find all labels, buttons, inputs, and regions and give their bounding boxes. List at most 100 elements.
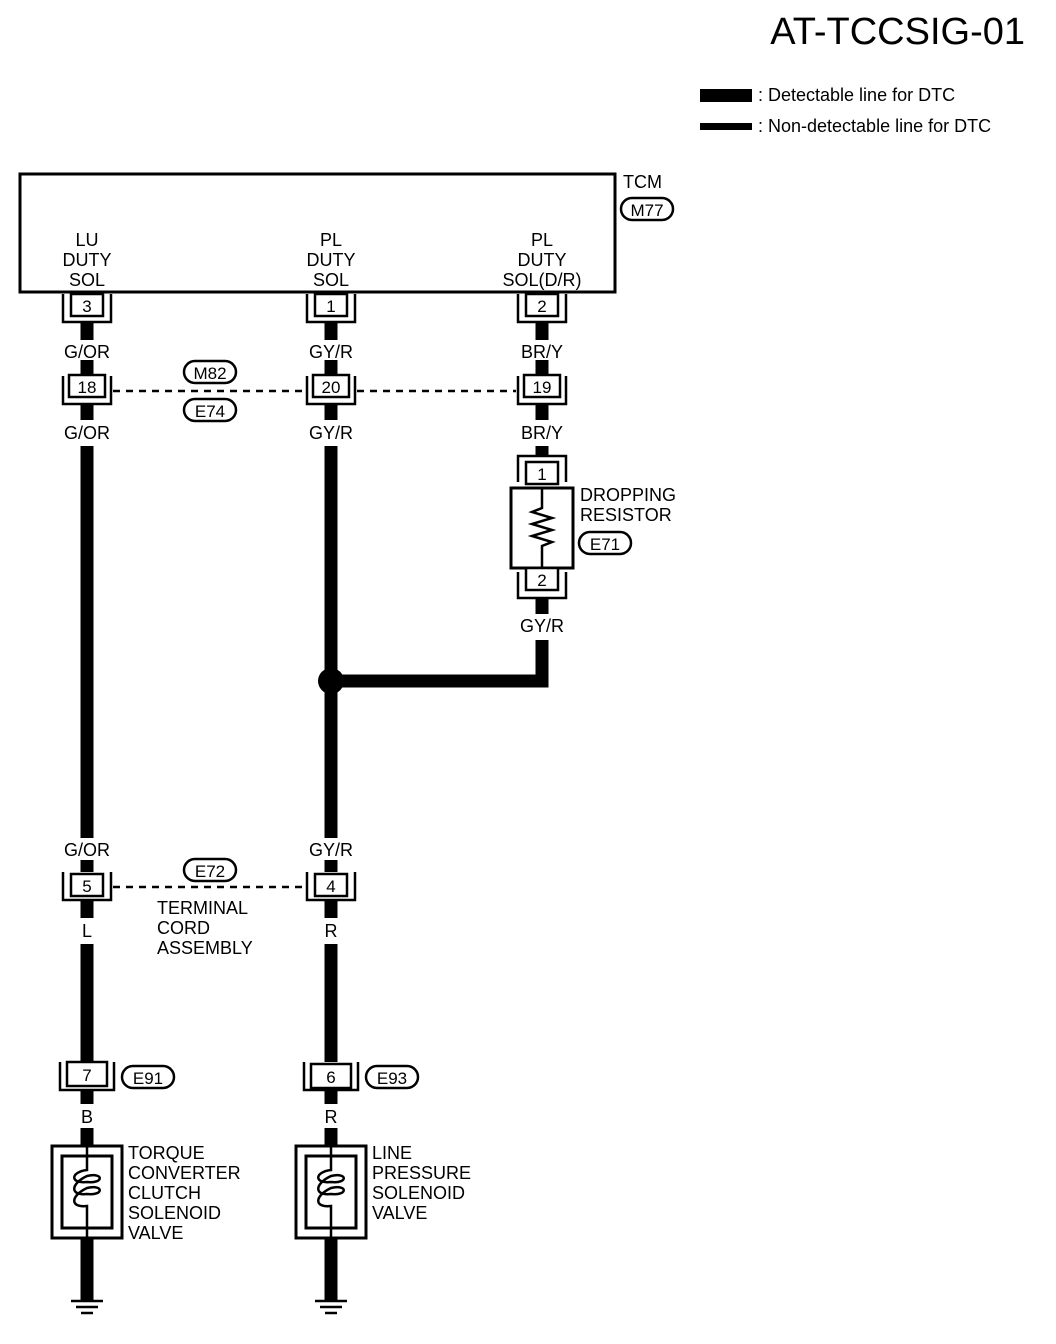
connector-e91-pin: 7 bbox=[82, 1066, 91, 1085]
tcc-name-line3: CLUTCH bbox=[128, 1183, 201, 1203]
connector-e93: 6 E93 bbox=[302, 1062, 420, 1092]
connector-pin-19: 19 bbox=[516, 373, 568, 406]
wire-color-pl-lower: GY/R bbox=[309, 423, 353, 443]
connector-e74-label: E74 bbox=[195, 402, 225, 421]
svg-text:20: 20 bbox=[322, 378, 341, 397]
tcm-terminal-lu-line1: LU bbox=[75, 230, 98, 250]
ground-icon bbox=[71, 1299, 103, 1315]
connector-pin-18: 18 bbox=[61, 373, 113, 406]
svg-text:19: 19 bbox=[533, 378, 552, 397]
resistor-pin-2: 2 bbox=[516, 566, 568, 600]
legend-thin-line-swatch bbox=[700, 123, 752, 130]
tcm-terminal-lu-line2: DUTY bbox=[63, 250, 112, 270]
wire-color-r-lower: R bbox=[325, 1107, 338, 1127]
connector-e91-label: E91 bbox=[133, 1069, 163, 1088]
svg-text:2: 2 bbox=[537, 571, 546, 590]
tcc-name-line2: CONVERTER bbox=[128, 1163, 241, 1183]
tcm-box bbox=[18, 172, 617, 294]
resistor-name-line2: RESISTOR bbox=[580, 505, 672, 525]
wire-segments-upper bbox=[80, 322, 549, 374]
legend: : Detectable line for DTC : Non-detectab… bbox=[700, 85, 991, 136]
terminal-cord-line2: CORD bbox=[157, 918, 210, 938]
tcm-connector-badge bbox=[619, 196, 675, 222]
connector-m82-badge bbox=[182, 359, 238, 385]
connector-e93-badge bbox=[364, 1064, 420, 1090]
lp-name-line1: LINE bbox=[372, 1143, 412, 1163]
svg-text:1: 1 bbox=[326, 297, 335, 316]
connector-e93-label: E93 bbox=[377, 1069, 407, 1088]
tcc-name-line5: VALVE bbox=[128, 1223, 183, 1243]
tcc-solenoid-valve: TORQUE CONVERTER CLUTCH SOLENOID VALVE bbox=[50, 1143, 241, 1243]
wire-color-pl-above-e72: GY/R bbox=[309, 840, 353, 860]
dropping-resistor: 1 2 DROPPING RESISTOR E71 GY/R bbox=[509, 454, 676, 636]
lp-name-line3: SOLENOID bbox=[372, 1183, 465, 1203]
connector-e72-badge bbox=[182, 857, 238, 883]
tcm-terminal-pl-line1: PL bbox=[320, 230, 342, 250]
svg-text:5: 5 bbox=[82, 877, 91, 896]
tcm-pin-1: 1 bbox=[305, 292, 357, 324]
terminal-cord-line3: ASSEMBLY bbox=[157, 938, 253, 958]
resistor-pin-1: 1 bbox=[516, 454, 568, 486]
connector-e91: 7 E91 bbox=[58, 1060, 176, 1092]
resistor-output-wire-color: GY/R bbox=[520, 616, 564, 636]
resistor-connector-label: E71 bbox=[590, 535, 620, 554]
legend-non-detectable-label: : Non-detectable line for DTC bbox=[758, 116, 991, 136]
lp-name-line2: PRESSURE bbox=[372, 1163, 471, 1183]
connector-e72-label: E72 bbox=[195, 862, 225, 881]
wire-color-pl-below-e72: R bbox=[325, 921, 338, 941]
terminal-cord-line1: TERMINAL bbox=[157, 898, 248, 918]
connector-pin-5: 5 bbox=[61, 872, 113, 902]
wire-color-pldr-upper: BR/Y bbox=[521, 342, 563, 362]
ground-tcc bbox=[71, 1238, 103, 1315]
wire-color-pl-upper: GY/R bbox=[309, 342, 353, 362]
resistor-name-line1: DROPPING bbox=[580, 485, 676, 505]
tcm-module: TCM M77 LU DUTY SOL PL DUTY SOL PL DUTY … bbox=[18, 172, 675, 294]
connector-m82-e74: 18 20 19 M82 E74 bbox=[61, 359, 568, 423]
tcm-terminal-pl-line2: DUTY bbox=[307, 250, 356, 270]
wire-resistor-to-splice bbox=[331, 640, 549, 688]
lp-name-line4: VALVE bbox=[372, 1203, 427, 1223]
tcm-terminal-pl-line3: SOL bbox=[313, 270, 349, 290]
lp-coil-icon bbox=[317, 1146, 345, 1238]
wire-color-lu-above-e72: G/OR bbox=[64, 840, 110, 860]
connector-pin-4: 4 bbox=[305, 872, 357, 902]
line-pressure-solenoid-valve: LINE PRESSURE SOLENOID VALVE bbox=[294, 1143, 471, 1240]
tcm-pin-2: 2 bbox=[516, 292, 568, 324]
wire-color-lu-below-e72: L bbox=[82, 921, 92, 941]
resistor-connector-badge bbox=[577, 530, 633, 556]
tcm-terminal-pldr-line3: SOL(D/R) bbox=[502, 270, 581, 290]
connector-e74-badge bbox=[182, 397, 238, 423]
connector-pin-20: 20 bbox=[305, 373, 357, 406]
svg-text:1: 1 bbox=[537, 465, 546, 484]
legend-detectable-label: : Detectable line for DTC bbox=[758, 85, 955, 105]
ground-lp bbox=[315, 1238, 347, 1315]
connector-m82-label: M82 bbox=[193, 364, 226, 383]
main-wires bbox=[80, 404, 549, 838]
resistor-zigzag-icon bbox=[527, 488, 557, 568]
tcm-label: TCM bbox=[623, 172, 662, 192]
tcc-coil-icon bbox=[73, 1146, 101, 1238]
wire-color-lu-upper: G/OR bbox=[64, 342, 110, 362]
tcm-pin-3: 3 bbox=[61, 292, 113, 324]
diagram-title: AT-TCCSIG-01 bbox=[770, 11, 1025, 53]
svg-text:4: 4 bbox=[326, 877, 335, 896]
connector-e72: G/OR GY/R E72 5 4 TERMINAL CORD ASSEMBLY… bbox=[61, 840, 357, 1062]
svg-text:3: 3 bbox=[82, 297, 91, 316]
wire-color-pldr-lower: BR/Y bbox=[521, 423, 563, 443]
splice-point bbox=[318, 668, 344, 694]
svg-text:2: 2 bbox=[537, 297, 546, 316]
tcm-connector-label: M77 bbox=[630, 201, 663, 220]
wire-color-lu-lower: G/OR bbox=[64, 423, 110, 443]
connector-e91-badge bbox=[120, 1064, 176, 1090]
tcc-name-line4: SOLENOID bbox=[128, 1203, 221, 1223]
wire-color-b: B bbox=[81, 1107, 93, 1127]
ground-icon bbox=[315, 1299, 347, 1315]
tcm-pins: 3 1 2 bbox=[61, 292, 568, 324]
tcc-name-line1: TORQUE bbox=[128, 1143, 205, 1163]
legend-thick-line-swatch bbox=[700, 89, 752, 102]
tcm-terminal-pldr-line1: PL bbox=[531, 230, 553, 250]
svg-text:18: 18 bbox=[78, 378, 97, 397]
connector-e93-pin: 6 bbox=[326, 1068, 335, 1087]
tcm-terminal-lu-line3: SOL bbox=[69, 270, 105, 290]
